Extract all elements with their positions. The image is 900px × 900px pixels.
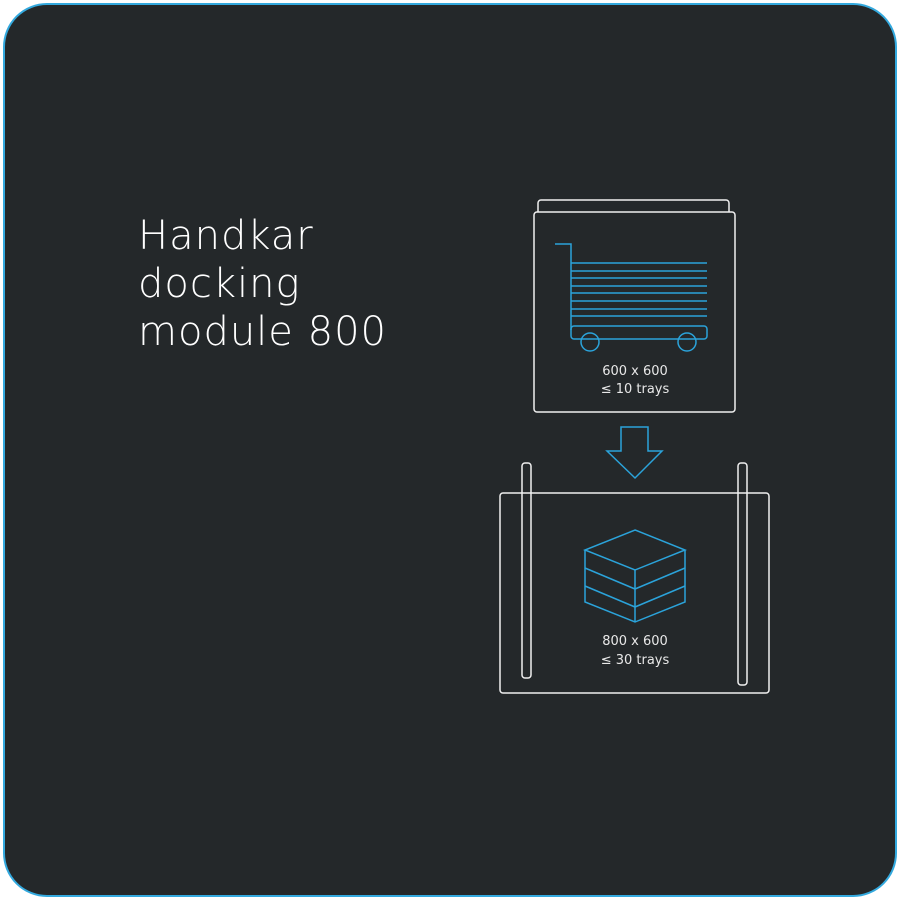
arrow-down-icon bbox=[605, 426, 664, 480]
right-rail bbox=[737, 462, 748, 686]
cart-icon bbox=[555, 243, 708, 352]
docking-module-box bbox=[499, 462, 770, 694]
dock-dimensions: 800 x 600 bbox=[602, 634, 668, 649]
cart-module-box bbox=[533, 199, 736, 413]
title-line-3: module 800 bbox=[138, 309, 387, 355]
left-rail bbox=[521, 462, 532, 679]
page-title: Handkar docking module 800 bbox=[138, 212, 387, 356]
title-line-2: docking bbox=[138, 261, 301, 307]
card-frame bbox=[3, 3, 897, 897]
title-line-1: Handkar bbox=[138, 213, 314, 259]
dock-capacity: ≤ 30 trays bbox=[601, 653, 670, 668]
cart-capacity: ≤ 10 trays bbox=[601, 382, 670, 397]
cart-dimensions: 600 x 600 bbox=[602, 364, 668, 379]
tray-stack-icon bbox=[582, 529, 688, 623]
